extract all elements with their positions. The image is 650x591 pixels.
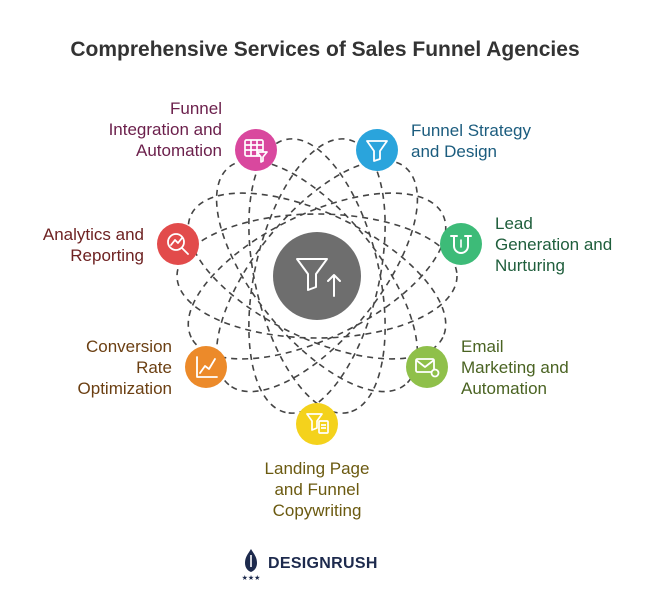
designrush-brand: ★★★ DESIGNRUSH [240,547,378,581]
page-title: Comprehensive Services of Sales Funnel A… [70,38,580,61]
filter-document-icon [306,413,329,434]
node-landing-page [296,403,338,445]
node-conversion-rate [185,346,227,388]
node-email-marketing [406,346,448,388]
label-analytics: Analytics and Reporting [42,225,144,265]
designrush-logo: ★★★ [242,549,261,581]
mail-gear-icon [415,358,440,378]
label-email-marketing: Email Marketing and Automation [461,337,569,398]
table-filter-icon [244,139,268,163]
label-landing-page: Landing Page and Funnel Copywriting [264,459,370,520]
brand-stars: ★★★ [242,574,261,581]
line-chart-icon [196,356,218,378]
funnel-up-icon [296,258,341,297]
magnet-icon [450,235,472,254]
label-conversion-rate: Conversion Rate Optimization [77,337,172,398]
node-lead-generation [440,223,482,265]
label-funnel-strategy: Funnel Strategy and Design [411,121,532,161]
filter-icon [366,140,388,162]
node-analytics [157,223,199,265]
label-lead-generation: Lead Generation and Nurturing [495,214,613,275]
analytics-magnifier-icon [167,233,189,255]
brand-name: DESIGNRUSH [268,555,378,572]
node-funnel-integration [235,129,277,171]
label-funnel-integration: Funnel Integration and Automation [108,99,222,160]
center-hub [273,232,361,320]
node-funnel-strategy [356,129,398,171]
